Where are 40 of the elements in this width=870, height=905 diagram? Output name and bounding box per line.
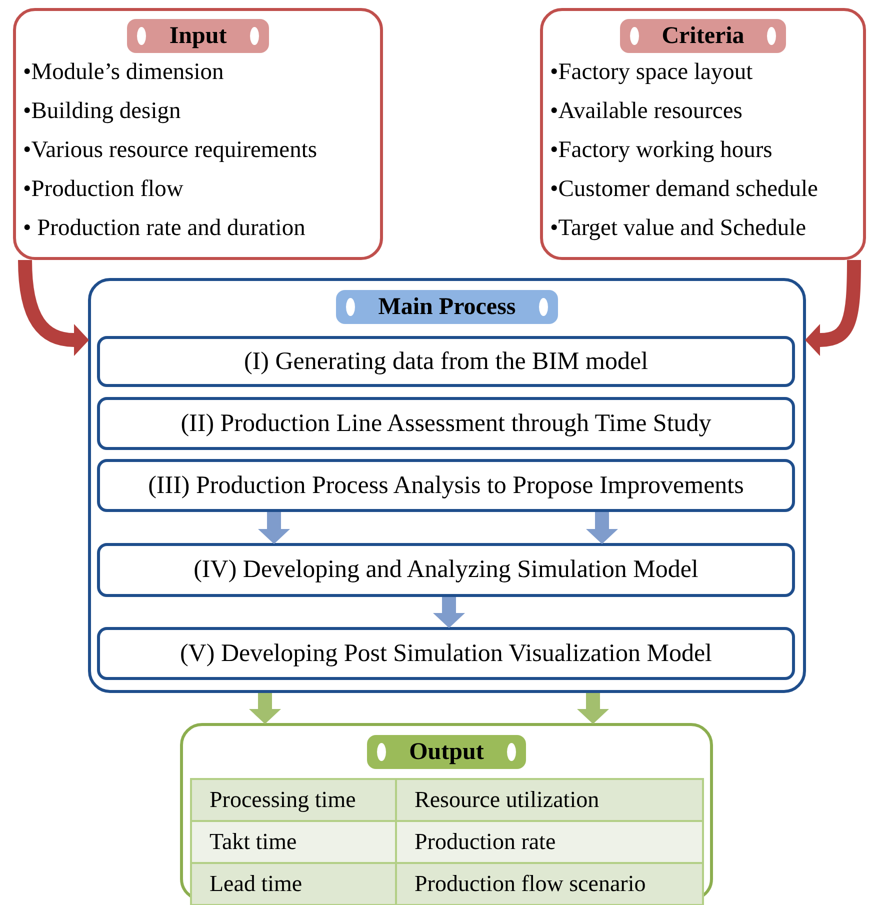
bullet-item: •Factory space layout [549, 58, 753, 87]
bullet-item: •Module’s dimension [22, 58, 224, 87]
arrow [577, 693, 609, 724]
heading-label: Criteria [620, 19, 786, 53]
heading-label: Input [127, 19, 269, 53]
arrow [805, 260, 861, 356]
process-panel [88, 278, 806, 693]
bullet-item: •Target value and Schedule [549, 214, 806, 243]
bullet-item: •Various resource requirements [22, 136, 318, 165]
table-cell: Resource utilization [396, 780, 702, 820]
step-box [97, 336, 795, 387]
arrow [586, 512, 618, 544]
table-cell: Takt time [192, 822, 394, 862]
arrow [18, 260, 89, 356]
step-box [97, 627, 795, 680]
step-text: (V) Developing Post Simulation Visualization Model [180, 640, 712, 668]
arrow [258, 512, 290, 544]
step-text: (I) Generating data from the BIM model [244, 348, 648, 376]
criteria-panel [540, 8, 866, 260]
arrow [433, 597, 465, 628]
bullet-item: •Customer demand schedule [549, 175, 818, 204]
step-box [97, 459, 795, 512]
table-cell: Production flow scenario [396, 864, 702, 904]
arrow [249, 693, 281, 724]
bullet-item: •Production flow [22, 175, 184, 204]
bullet-item: •Building design [22, 97, 181, 126]
step-text: (III) Production Process Analysis to Propose Improvements [148, 472, 744, 500]
bullet-item: • Production rate and duration [22, 214, 306, 243]
input-panel [13, 8, 383, 260]
step-box [97, 543, 795, 597]
table-cell: Lead time [192, 864, 394, 904]
table-cell: Processing time [192, 780, 394, 820]
step-text: (IV) Developing and Analyzing Simulation Model [194, 556, 698, 584]
step-box [97, 397, 795, 450]
bullet-item: •Factory working hours [549, 136, 772, 165]
heading-label: Output [367, 735, 526, 769]
bullet-item: •Available resources [549, 97, 742, 126]
table-cell: Production rate [396, 822, 702, 862]
heading-label: Main Process [336, 290, 558, 324]
step-text: (II) Production Line Assessment through Time Study [180, 410, 712, 438]
